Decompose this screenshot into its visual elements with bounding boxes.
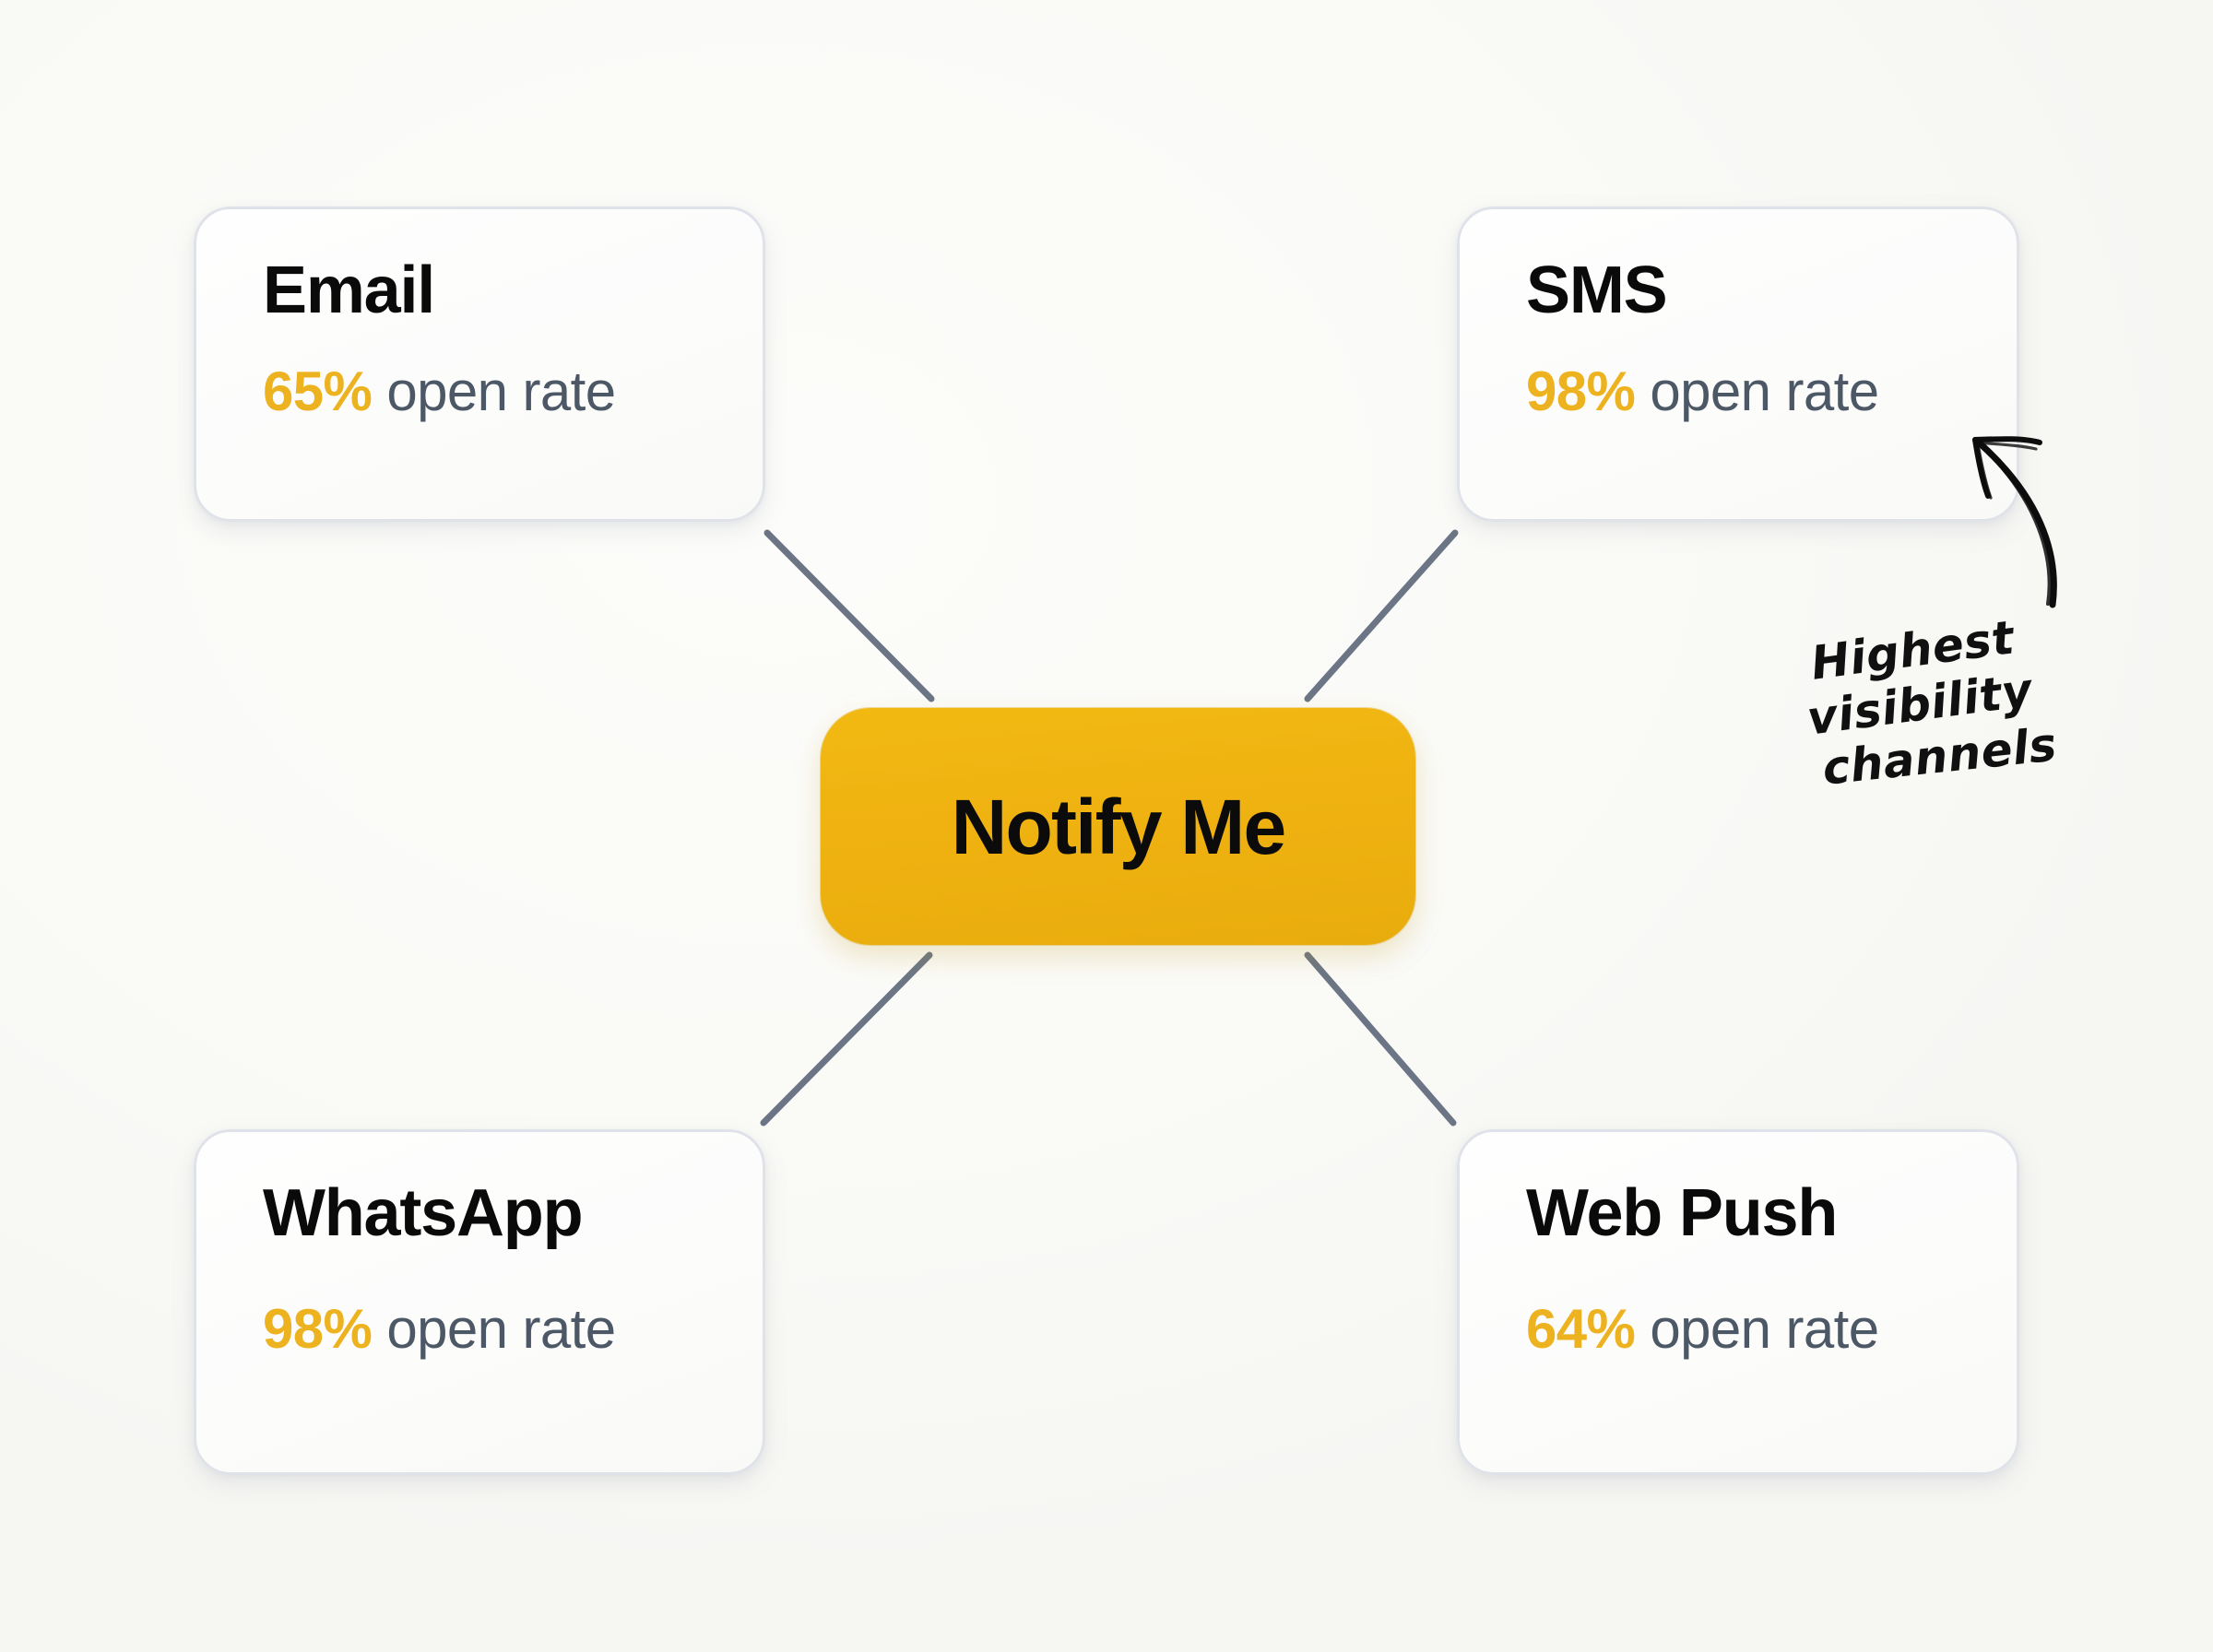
open-rate-value: 64% [1526,1298,1636,1360]
open-rate-value: 98% [263,1298,373,1360]
open-rate-label: open rate [386,360,616,422]
channel-card-stat: 98% open rate [263,1302,763,1357]
open-rate-label: open rate [1650,1298,1879,1360]
open-rate-label: open rate [1650,360,1879,422]
channel-card-title: WhatsApp [263,1176,584,1250]
channel-card-stat: 65% open rate [263,364,763,419]
connector-hub-to-webpush [1304,951,1457,1127]
channel-card-title: Web Push [1526,1176,1838,1250]
annotation-note: Highest visibility channels [1708,597,2131,812]
channel-card-title: Email [263,254,435,327]
channel-card-email[interactable]: Email 65% open rate [194,206,765,522]
channel-card-webpush[interactable]: Web Push 64% open rate [1457,1129,2019,1475]
open-rate-value: 65% [263,360,373,422]
channel-card-stat: 98% open rate [1526,364,2017,419]
connector-hub-to-email [763,529,935,702]
channel-card-stat: 64% open rate [1526,1302,2017,1357]
connector-hub-to-sms [1304,529,1459,702]
channel-card-whatsapp[interactable]: WhatsApp 98% open rate [194,1129,765,1475]
channel-card-sms[interactable]: SMS 98% open rate [1457,206,2019,522]
hub-label: Notify Me [951,783,1287,870]
open-rate-label: open rate [386,1298,616,1360]
connector-hub-to-whatsapp [760,951,933,1127]
hub-node-notify-me[interactable]: Notify Me [821,708,1415,945]
channel-card-title: SMS [1526,254,1668,327]
open-rate-value: 98% [1526,360,1636,422]
